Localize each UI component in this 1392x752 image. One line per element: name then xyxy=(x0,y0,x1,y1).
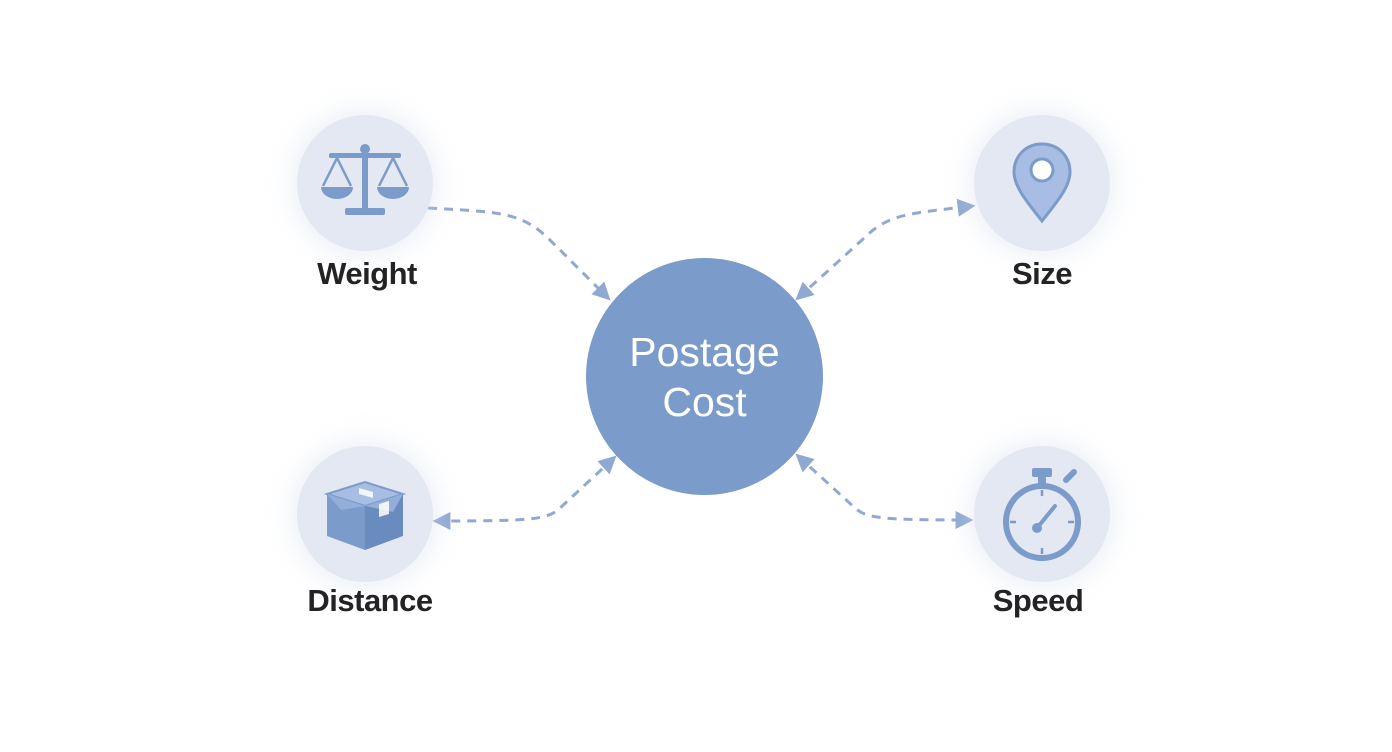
connector-center-speed xyxy=(795,453,974,529)
postage-cost-title-line-2: Cost xyxy=(662,378,747,425)
speed-node xyxy=(974,446,1110,582)
connector-center-size xyxy=(795,198,976,301)
stopwatch-icon xyxy=(1003,468,1081,561)
weight-node xyxy=(297,115,433,251)
postage-cost-title-line-1: Postage xyxy=(629,328,780,375)
postage-cost-node: Postage Cost xyxy=(586,258,823,495)
connector-weight-to-center xyxy=(427,206,611,301)
map-pin-icon xyxy=(1012,142,1072,224)
distance-node xyxy=(297,446,433,582)
speed-label: Speed xyxy=(992,583,1084,618)
box-icon xyxy=(323,480,407,550)
weight-label: Weight xyxy=(317,256,417,291)
distance-label: Distance xyxy=(307,583,433,618)
size-node xyxy=(974,115,1110,251)
size-label: Size xyxy=(1011,256,1073,291)
connector-center-distance xyxy=(432,455,617,530)
balance-scale-icon xyxy=(321,144,409,215)
